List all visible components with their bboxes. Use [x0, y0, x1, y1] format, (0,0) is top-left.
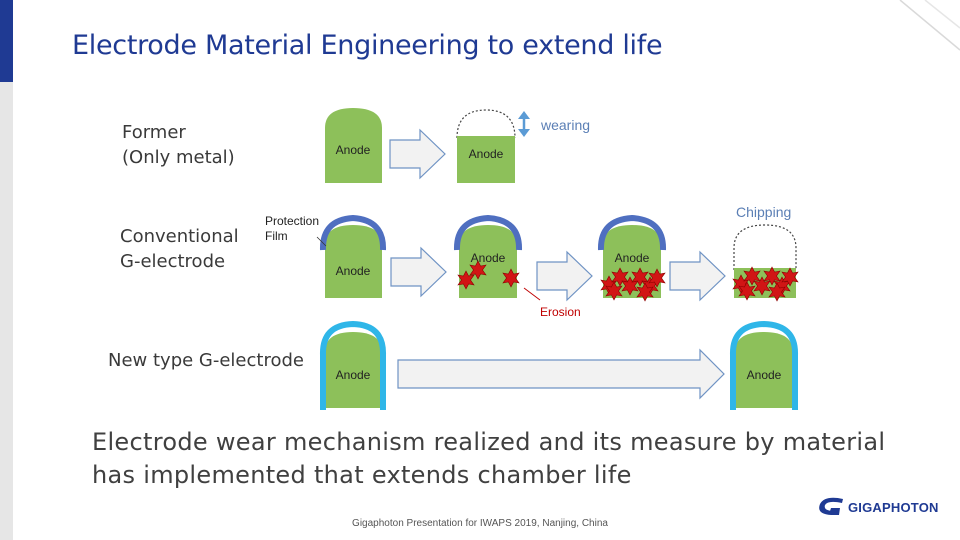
former-label: Former (Only metal) [122, 120, 235, 170]
side-rule [0, 82, 13, 540]
conventional-anode-1 [325, 225, 382, 298]
conventional-anode-2 [459, 225, 517, 298]
chipping-label: Chipping [736, 204, 792, 220]
new-type-label: New type G-electrode [108, 350, 304, 371]
anode-label: Anode [471, 251, 506, 265]
protection-film-label: Protection Film [265, 214, 319, 244]
summary-text: Electrode wear mechanism realized and it… [92, 426, 912, 492]
summary-line2: has implemented that extends chamber lif… [92, 461, 632, 489]
chipping-outline [733, 224, 797, 270]
pointer-line [316, 236, 327, 247]
block-arrow [390, 246, 447, 298]
wearing-label: wearing [541, 117, 591, 133]
footer: Gigaphoton Presentation for IWAPS 2019, … [352, 518, 608, 529]
former-anode-before [325, 108, 382, 183]
erosion-pointer [523, 287, 541, 301]
protection-film [319, 214, 387, 251]
block-arrow [389, 128, 446, 180]
former-label-line2: (Only metal) [122, 147, 235, 168]
protection-film-label-line1: Protection [265, 214, 320, 228]
former-anode-worn [457, 136, 515, 183]
new-film [319, 320, 387, 410]
protection-film [453, 214, 523, 251]
anode-label: Anode [336, 143, 371, 157]
accent-bar [0, 0, 13, 82]
anode-label: Anode [747, 368, 782, 382]
anode-label: Anode [469, 147, 504, 161]
new-anode-before [325, 332, 382, 408]
logo-text: GIGAPHOTON [848, 500, 939, 515]
anode-label: Anode [336, 368, 371, 382]
corner-decoration [899, 0, 960, 51]
conventional-label: Conventional G-electrode [120, 224, 239, 274]
protection-film-label-line2: Film [265, 229, 288, 243]
block-arrow [536, 250, 593, 302]
wear-outline [456, 109, 516, 139]
conventional-label-line2: G-electrode [120, 251, 226, 272]
gigaphoton-logo-icon [819, 497, 843, 515]
anode-label: Anode [615, 251, 650, 265]
conventional-label-line1: Conventional [120, 226, 239, 247]
slide-title: Electrode Material Engineering to extend… [72, 30, 663, 61]
anode-label: Anode [336, 264, 371, 278]
former-label-line1: Former [122, 122, 186, 143]
new-film [729, 320, 799, 410]
new-anode-after [735, 332, 793, 408]
protection-film [597, 214, 667, 251]
double-arrow-icon [518, 111, 530, 137]
erosion-label: Erosion [540, 305, 581, 319]
summary-line1: Electrode wear mechanism realized and it… [92, 428, 886, 456]
long-block-arrow [397, 348, 725, 400]
block-arrow [669, 250, 726, 302]
